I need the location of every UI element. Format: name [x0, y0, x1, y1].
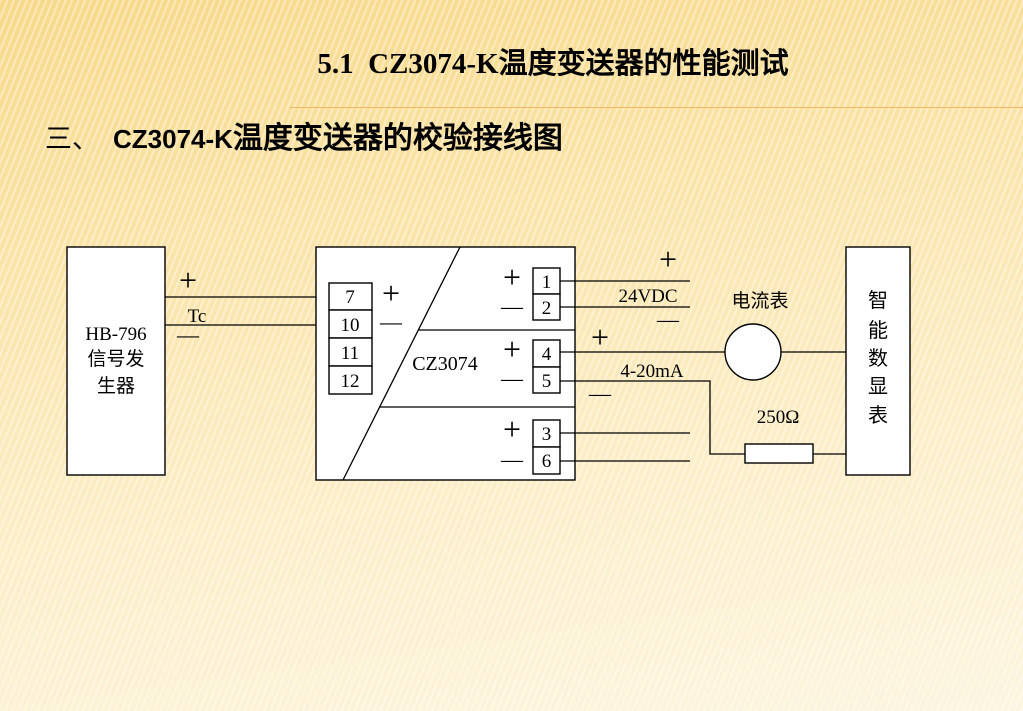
tc-plus-sign: + — [179, 262, 197, 298]
digital-display-char-3: 数 — [868, 347, 888, 370]
ammeter-label: 电流表 — [731, 290, 788, 312]
terminal-2-label: 2 — [542, 298, 552, 319]
supply-label: 24VDC — [618, 286, 677, 307]
digital-display-box — [845, 246, 911, 476]
terminal-5-minus-sign: — — [500, 366, 524, 391]
loop-label: 4-20mA — [620, 361, 684, 382]
supply-minus-sign: — — [656, 307, 680, 332]
transmitter-label: CZ3074 — [412, 353, 478, 375]
terminal-1-label: 1 — [542, 272, 552, 293]
digital-display: 智 能 数 显 表 — [845, 246, 911, 476]
subtitle-text: 温度变送器的校验接线图 — [232, 122, 563, 155]
tc-minus-sign: — — [176, 322, 200, 347]
loop-negative-wire — [560, 380, 745, 455]
input-minus-sign: — — [379, 309, 403, 334]
terminal-3-plus-sign: + — [503, 411, 521, 447]
auxiliary-output-link — [560, 432, 690, 462]
subtitle-prefix: 三、 — [45, 124, 99, 154]
signal-generator-name-line2: 生器 — [97, 375, 135, 397]
transmitter-diagonal — [342, 246, 461, 481]
slide-subtitle: 三、 CZ3074-K温度变送器的校验接线图 — [45, 117, 563, 161]
input-plus-sign: + — [382, 275, 400, 311]
signal-generator-name-line1: 信号发 — [87, 348, 144, 370]
ammeter-symbol — [724, 323, 782, 381]
transmitter: CZ3074 7 10 11 12 + — 1 2 4 5 3 6 + — [315, 246, 576, 481]
digital-display-char-2: 能 — [868, 319, 888, 342]
signal-generator-box — [66, 246, 166, 476]
terminal-2-box — [532, 293, 561, 321]
digital-display-char-5: 表 — [868, 404, 888, 427]
terminal-10-box — [328, 309, 373, 339]
terminal-11-box — [328, 337, 373, 367]
terminal-12-box — [328, 365, 373, 395]
terminal-6-label: 6 — [542, 451, 552, 472]
tc-label: Tc — [188, 306, 207, 327]
resistor-symbol — [744, 443, 814, 464]
terminal-4-box — [532, 339, 561, 368]
current-loop: 电流表 + 4-20mA — 250Ω — [560, 290, 846, 464]
signal-generator: HB-796 信号发 生器 — [66, 246, 166, 476]
resistor-label: 250Ω — [757, 407, 800, 428]
loop-minus-sign: — — [588, 381, 612, 406]
title-rule — [290, 107, 1023, 108]
terminal-5-box — [532, 366, 561, 394]
power-supply-link: + 24VDC — — [560, 241, 690, 332]
terminal-11-label: 11 — [341, 343, 359, 364]
supply-plus-sign: + — [659, 241, 677, 277]
thermocouple-link: + Tc — — [165, 262, 329, 347]
terminal-5-label: 5 — [542, 371, 552, 392]
terminal-10-label: 10 — [341, 315, 360, 336]
digital-display-char-1: 智 — [868, 289, 888, 312]
terminal-3-label: 3 — [542, 424, 552, 445]
terminal-2-minus-sign: — — [500, 294, 524, 319]
subtitle-model: CZ3074-K — [113, 124, 233, 154]
slide-title: 5.1 CZ3074-K温度变送器的性能测试 — [317, 48, 789, 80]
signal-generator-model: HB-796 — [85, 324, 146, 345]
terminal-7-label: 7 — [345, 287, 355, 308]
terminal-1-plus-sign: + — [503, 259, 521, 295]
loop-plus-sign: + — [591, 319, 609, 355]
terminal-12-label: 12 — [341, 371, 360, 392]
digital-display-char-4: 显 — [868, 376, 888, 398]
terminal-6-minus-sign: — — [500, 447, 524, 472]
terminal-4-label: 4 — [542, 344, 552, 365]
terminal-4-plus-sign: + — [503, 331, 521, 367]
